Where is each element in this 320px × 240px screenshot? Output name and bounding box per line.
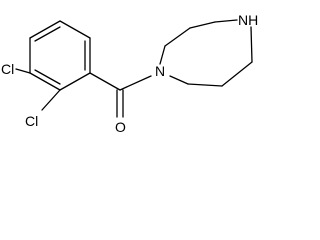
bond-c3-c4	[189, 21, 216, 29]
bond-c7-n1	[169, 75, 189, 85]
diazepane-ring	[159, 19, 253, 87]
bond-ring-c6-c1	[59, 20, 91, 39]
bond-c3-cl-top	[15, 68, 31, 74]
bond-ring-inner-double-2	[34, 69, 61, 85]
bond-c4-cl-bottom	[41, 89, 61, 111]
bond-ring-c1-c2	[29, 20, 61, 39]
bond-nh-c5	[250, 26, 253, 63]
bond-c6-c7	[187, 83, 223, 87]
bond-carbonyl-to-n	[119, 75, 152, 91]
bond-ring-to-carbonyl	[89, 72, 121, 91]
benzene-ring	[29, 20, 91, 91]
atom-label-carbonyl-oxygen: O	[115, 119, 126, 135]
bond-c2-c3	[164, 27, 191, 47]
atom-label-amine-nh: NH	[238, 12, 258, 28]
atom-label-cl-top: Cl	[1, 61, 14, 77]
bond-ring-inner-double-1	[34, 26, 61, 42]
bond-n1-c2	[159, 45, 166, 65]
atom-label-amide-nitrogen: N	[155, 63, 165, 79]
bond-c5-c6	[221, 61, 253, 87]
bond-c4-nh	[214, 19, 238, 23]
bond-ring-c3-c4	[29, 72, 61, 91]
atom-label-cl-bottom: Cl	[25, 113, 38, 129]
chemical-structure: Cl Cl O N NH	[1, 12, 258, 135]
bond-ring-c4-c5	[59, 72, 91, 91]
